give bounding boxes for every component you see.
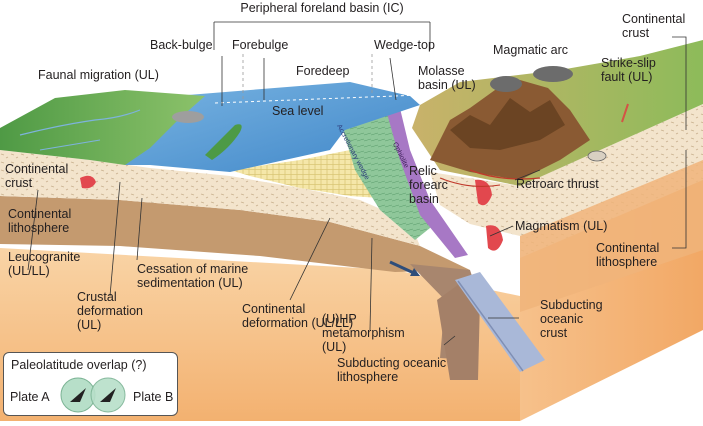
- label-faunal-migration: Faunal migration (UL): [38, 68, 159, 82]
- legend-plate-b: Plate B: [133, 390, 173, 404]
- label-retroarc-thrust: Retroarc thrust: [516, 177, 599, 191]
- label-continental-lithosphere-left: Continental lithosphere: [8, 207, 71, 235]
- label-continental-crust-top-right: Continental crust: [622, 12, 685, 40]
- faunal-cluster: [172, 111, 204, 123]
- volcano-plume-1: [490, 76, 522, 92]
- legend-title: Paleolatitude overlap (?): [11, 358, 147, 372]
- legend-box: Paleolatitude overlap (?) Plate A Plate …: [3, 352, 178, 416]
- label-back-bulge: Back-bulge: [150, 38, 213, 52]
- label-molasse-basin: Molasse basin (UL): [418, 64, 476, 92]
- label-continental-lithosphere-right: Continental lithosphere: [596, 241, 659, 269]
- label-subducting-oceanic-crust: Subducting oceanic crust: [540, 298, 603, 340]
- label-relic-forearc-basin: Relic forearc basin: [409, 164, 448, 206]
- label-leucogranite: Leucogranite (UL/LL): [8, 250, 80, 278]
- label-cessation-marine: Cessation of marine sedimentation (UL): [137, 262, 248, 290]
- shell-fossil: [588, 151, 606, 161]
- label-sea-level: Sea level: [272, 104, 323, 118]
- paleolatitude-overlap-icon: [56, 375, 136, 415]
- label-continental-crust-left: Continental crust: [5, 162, 68, 190]
- label-foredeep: Foredeep: [296, 64, 350, 78]
- label-uhp-metamorphism: (U)HP metamorphism (UL): [322, 312, 405, 354]
- volcano-plume-2: [533, 66, 573, 82]
- label-strike-slip-fault: Strike-slip fault (UL): [601, 56, 656, 84]
- label-wedge-top: Wedge-top: [374, 38, 435, 52]
- label-magmatic-arc: Magmatic arc: [493, 43, 568, 57]
- label-subducting-oceanic-lithosphere: Subducting oceanic lithosphere: [337, 356, 446, 384]
- label-magmatism: Magmatism (UL): [515, 219, 607, 233]
- label-peripheral-foreland-basin: Peripheral foreland basin (IC): [214, 1, 430, 15]
- label-crustal-deformation: Crustal deformation (UL): [77, 290, 143, 332]
- legend-plate-a: Plate A: [10, 390, 50, 404]
- label-forebulge: Forebulge: [232, 38, 288, 52]
